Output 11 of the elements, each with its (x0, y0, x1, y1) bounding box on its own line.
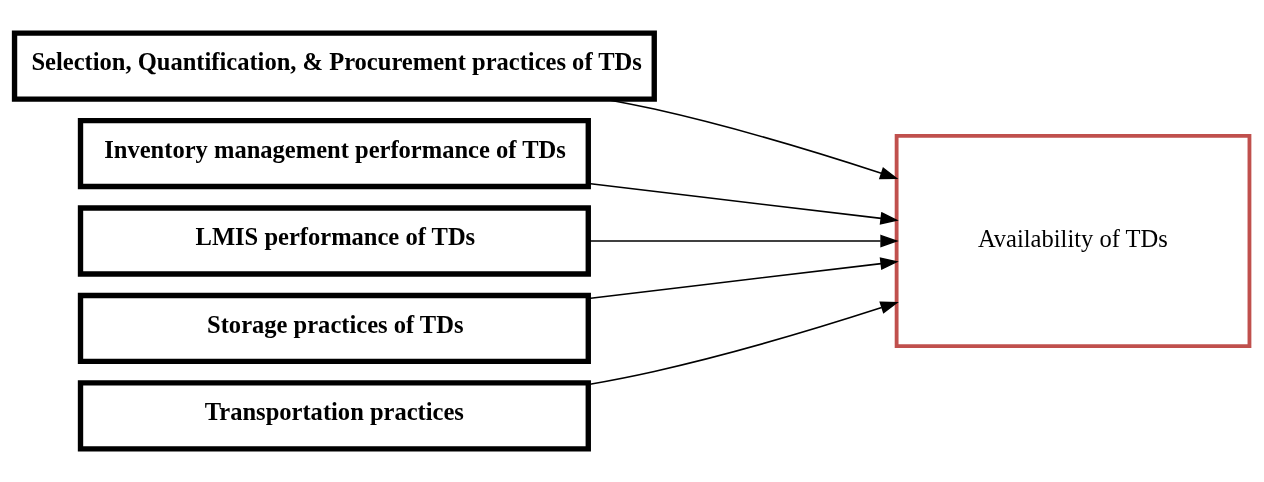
arrow (587, 301, 899, 386)
node-box: Availability of TDs (894, 134, 1252, 348)
arrow (587, 234, 899, 248)
node-box: Transportation practices (77, 380, 591, 452)
node-box: Inventory management performance of TDs (77, 117, 591, 190)
arrow (604, 98, 899, 180)
arrow (587, 257, 899, 300)
node-box: Storage practices of TDs (77, 292, 591, 365)
node-box: Selection, Quantification, & Procurement practices of TDs (11, 30, 657, 102)
arrow (587, 182, 899, 225)
node-box: LMIS performance of TDs (77, 205, 591, 277)
